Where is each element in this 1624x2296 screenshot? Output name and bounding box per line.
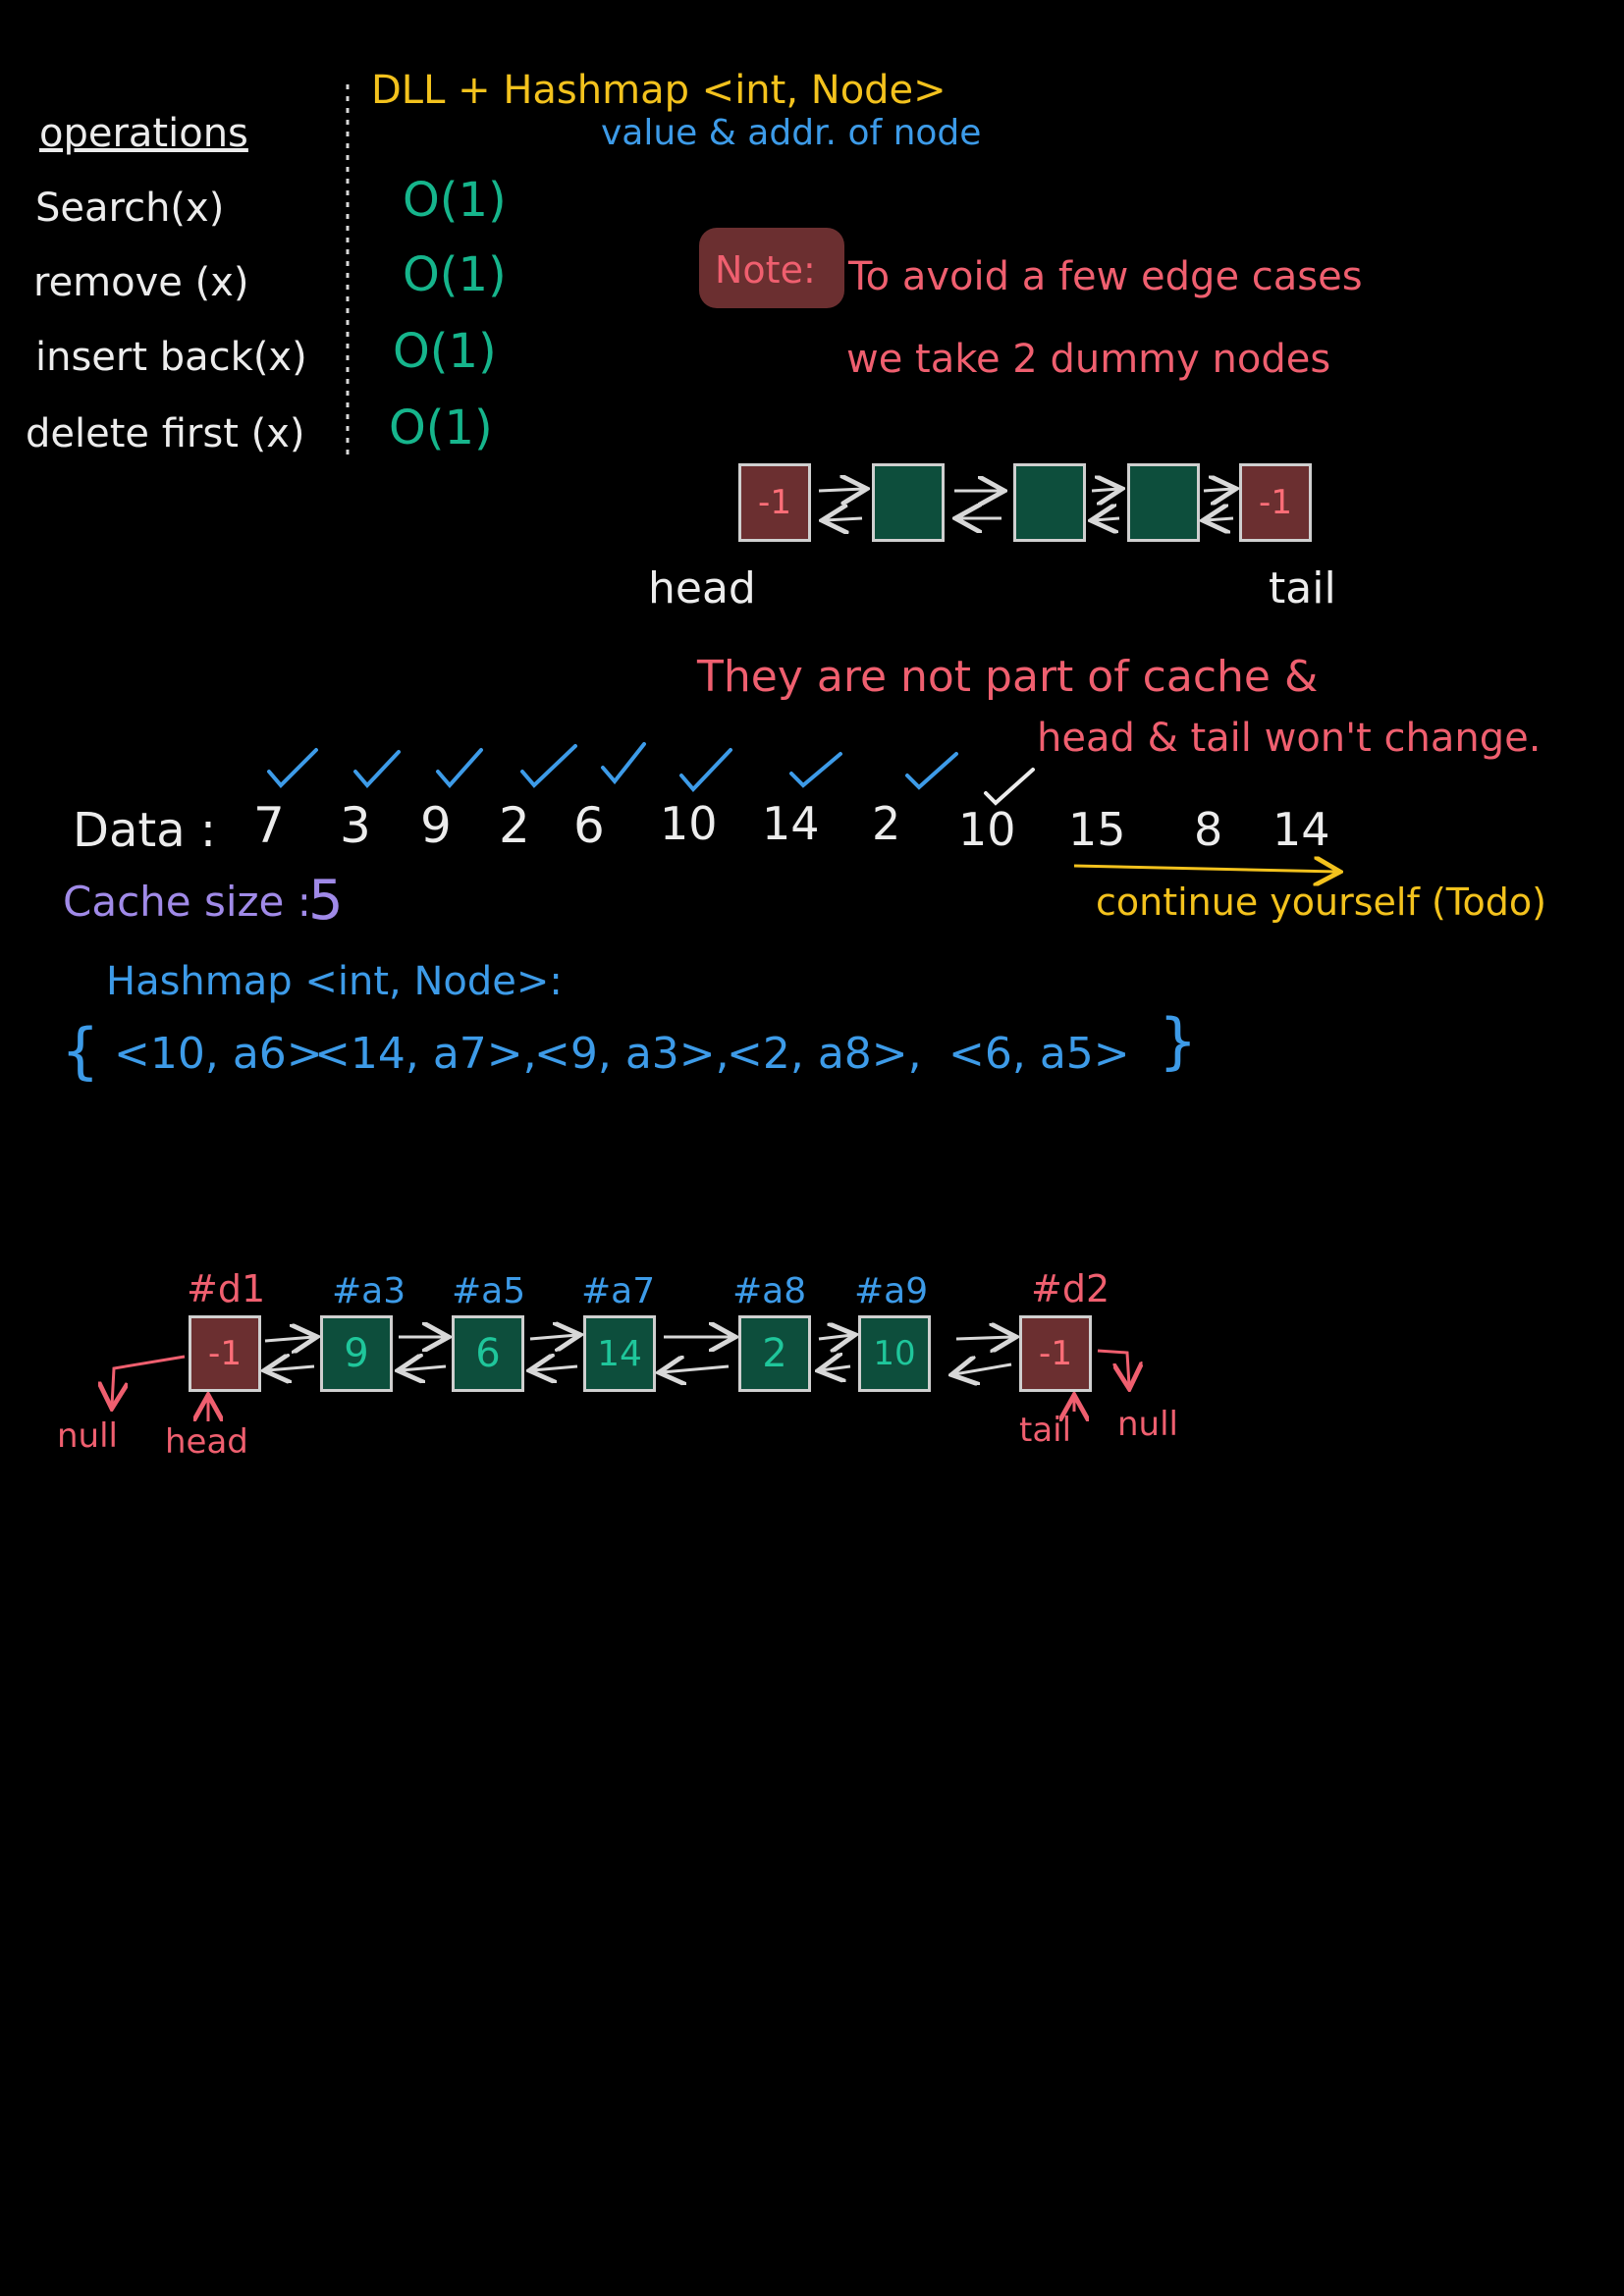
- hashmap-label: Hashmap <int, Node>:: [106, 959, 563, 1004]
- list-null-left: null: [57, 1416, 118, 1456]
- list-arrows: [265, 1335, 1013, 1374]
- note-line-1: To avoid a few edge cases: [848, 254, 1363, 299]
- complexity-insert-back: O(1): [393, 324, 497, 379]
- complexity-search: O(1): [403, 173, 507, 228]
- list-node-3-value: 14: [597, 1333, 642, 1374]
- null-pointer-strokes: [112, 1349, 1129, 1421]
- dummy-remark-2: head & tail won't change.: [1037, 716, 1542, 761]
- head-label: head: [648, 563, 756, 614]
- note-highlight: [699, 228, 844, 308]
- operations-heading: operations: [39, 111, 248, 156]
- note-label: Note:: [715, 248, 816, 292]
- hashmap-entry-2: <9, a3>,: [534, 1029, 730, 1079]
- data-checkmarks: [267, 742, 1035, 806]
- dummy-remark-1: They are not part of cache &: [697, 652, 1319, 702]
- op-remove: remove (x): [33, 260, 249, 305]
- op-delete-first: delete first (x): [26, 411, 305, 456]
- dummy-tail-value: -1: [1259, 483, 1292, 522]
- hashmap-entry-0: <10, a6>: [114, 1029, 323, 1079]
- list-node-5-value: 10: [873, 1334, 916, 1373]
- list-addr-2: #a5: [452, 1271, 526, 1311]
- op-search: Search(x): [35, 186, 225, 231]
- list-addr-5: #a9: [854, 1271, 929, 1311]
- header-subtitle: value & addr. of node: [601, 113, 982, 153]
- list-addr-1: #a3: [332, 1271, 406, 1311]
- data-value-7: 2: [872, 797, 901, 850]
- list-head-label: head: [165, 1422, 248, 1462]
- hashmap-entry-4: <6, a5>: [948, 1029, 1130, 1079]
- data-value-10: 8: [1194, 803, 1223, 856]
- list-node-5: 10: [858, 1315, 931, 1392]
- list-addr-6: #d2: [1031, 1267, 1110, 1310]
- data-value-8: 10: [958, 803, 1016, 856]
- data-label: Data :: [73, 803, 217, 858]
- dummy-tail-node: -1: [1239, 463, 1312, 542]
- data-value-11: 14: [1272, 803, 1330, 856]
- header-title: DLL + Hashmap <int, Node>: [371, 68, 947, 113]
- list-node-0-value: -1: [208, 1334, 242, 1373]
- list-node-3: 14: [583, 1315, 656, 1392]
- data-value-2: 9: [420, 797, 452, 854]
- data-value-4: 6: [573, 797, 605, 854]
- data-value-0: 7: [253, 797, 285, 854]
- list-node-6-value: -1: [1039, 1334, 1072, 1373]
- list-node-2-value: 6: [475, 1331, 501, 1376]
- note-line-2: we take 2 dummy nodes: [846, 337, 1331, 382]
- complexity-delete-first: O(1): [389, 400, 493, 455]
- list-addr-3: #a7: [581, 1271, 656, 1311]
- list-node-4-value: 2: [762, 1331, 787, 1376]
- cache-label: Cache size :: [63, 878, 311, 926]
- dummy-diagram-arrows: [819, 489, 1233, 520]
- hashmap-close-brace: }: [1159, 1005, 1198, 1077]
- list-node-6: -1: [1019, 1315, 1092, 1392]
- list-node-0: -1: [189, 1315, 261, 1392]
- data-value-3: 2: [499, 797, 530, 854]
- continue-text: continue yourself (Todo): [1096, 881, 1546, 924]
- list-node-2: 6: [452, 1315, 524, 1392]
- dummy-head-node: -1: [738, 463, 811, 542]
- hashmap-entry-1: <14, a7>,: [314, 1029, 537, 1079]
- data-value-9: 15: [1068, 803, 1126, 856]
- list-node-1: 9: [320, 1315, 393, 1392]
- list-addr-0: #d1: [187, 1267, 266, 1310]
- tail-label: tail: [1269, 563, 1336, 614]
- hashmap-entry-3: <2, a8>,: [727, 1029, 922, 1079]
- dummy-head-value: -1: [758, 483, 791, 522]
- list-node-4: 2: [738, 1315, 811, 1392]
- dll-node-2: [1013, 463, 1086, 542]
- hashmap-open-brace: {: [61, 1015, 100, 1087]
- dll-node-1: [872, 463, 945, 542]
- continue-arrow: [1073, 866, 1337, 872]
- op-insert-back: insert back(x): [35, 335, 307, 380]
- complexity-remove: O(1): [403, 247, 507, 302]
- list-null-right: null: [1117, 1405, 1178, 1444]
- data-value-5: 10: [660, 797, 718, 850]
- dll-node-3: [1127, 463, 1200, 542]
- list-addr-4: #a8: [732, 1271, 807, 1311]
- data-value-1: 3: [340, 797, 371, 854]
- data-value-6: 14: [762, 797, 820, 850]
- list-node-1-value: 9: [344, 1331, 369, 1376]
- cache-size: 5: [308, 869, 344, 933]
